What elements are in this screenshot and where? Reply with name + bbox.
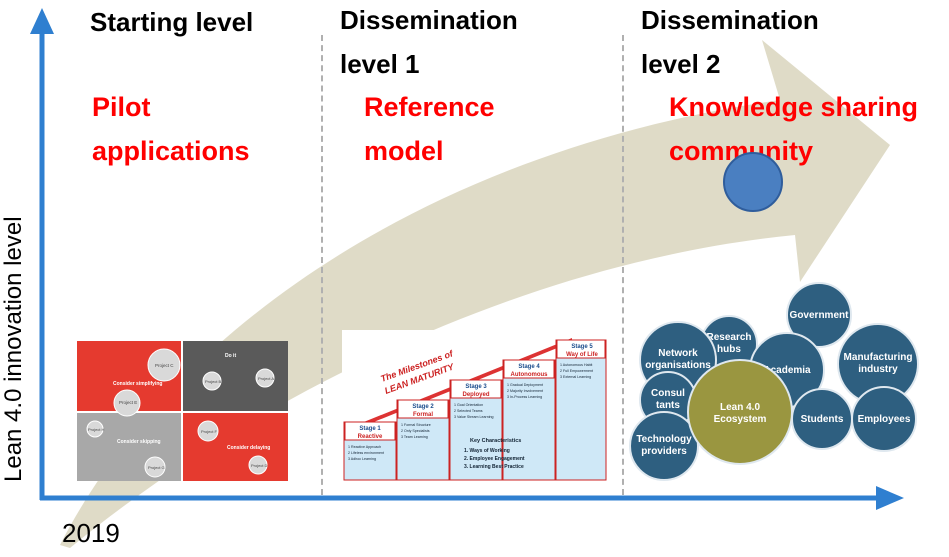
stage-3-item-1: 1 Goal Orientation: [454, 403, 483, 407]
stage-4-item-1: 1 Gradual Deployment: [507, 383, 543, 387]
node-center-1: Lean 4.0: [720, 402, 760, 413]
stage-1-item-1: 1 Reactive Approach: [348, 445, 381, 449]
node-research-hubs-2: hubs: [717, 344, 741, 355]
key-item-1: 1. Ways of Working: [464, 448, 510, 454]
stage-name-5: Stage 5: [571, 344, 593, 350]
y-axis-arrowhead: [30, 8, 54, 34]
x-axis-year-label: 2019: [62, 518, 120, 548]
node-research-hubs-1: Research: [706, 332, 751, 343]
node-manufacturing-1: Manufacturing: [844, 352, 913, 363]
pilot-matrix-image: Consider simplifying Do it Consider skip…: [77, 341, 288, 481]
stage-name-1: Stage 1: [359, 426, 381, 432]
key-item-3: 3. Learning Best Practice: [464, 464, 524, 470]
stage-1-item-3: 3 Adhoc Learning: [348, 457, 376, 461]
stage-name-3: Stage 3: [465, 384, 487, 390]
stage-label-5: Way of Life: [566, 352, 598, 358]
project-g-label: Project G: [148, 465, 165, 470]
project-e-label: Project E: [119, 400, 137, 405]
node-manufacturing-2: industry: [858, 364, 898, 375]
node-academia: Academia: [763, 365, 811, 376]
quadrant-title-simplifying: Consider simplifying: [113, 381, 162, 387]
project-b-label: Project B: [205, 379, 222, 384]
column-header-starting: Starting level: [90, 7, 254, 37]
node-technology-2: providers: [641, 446, 687, 457]
x-axis-arrowhead: [876, 486, 904, 510]
stage-4-item-2: 2 Majority Involvement: [507, 389, 543, 393]
quadrant-title-delaying: Consider delaying: [227, 445, 270, 451]
subtitle-reference-model: Reference model: [364, 92, 495, 166]
key-characteristics-title: Key Characteristics: [470, 438, 521, 444]
ecosystem-image: Government Research hubs Network organis…: [629, 282, 919, 481]
node-employees: Employees: [858, 414, 911, 425]
node-government: Government: [790, 310, 850, 321]
node-technology-1: Technology: [636, 434, 692, 445]
quadrant-title-do-it: Do it: [225, 353, 236, 359]
project-c-label: Project C: [155, 363, 174, 368]
stage-3-item-2: 2 Selected Teams: [454, 409, 483, 413]
stage-5-item-3: 3 External Learning: [560, 375, 591, 379]
node-students: Students: [801, 414, 844, 425]
node-consultants-2: tants: [656, 400, 680, 411]
stage-2-item-2: 2 Only Specialists: [401, 429, 430, 433]
stage-2-item-1: 1 Formal Structure: [401, 423, 431, 427]
node-network-2: organisations: [645, 360, 711, 371]
column-divider-1: [321, 35, 323, 495]
subtitle-knowledge-sharing: Knowledge sharing community: [669, 92, 919, 166]
node-network-1: Network: [658, 348, 698, 359]
project-h-label: Project H: [88, 427, 105, 432]
node-consultants-1: Consul: [651, 388, 685, 399]
stage-name-2: Stage 2: [412, 404, 434, 410]
column-divider-2: [622, 35, 624, 495]
project-a-label: Project A: [258, 376, 274, 381]
stage-label-2: Formal: [413, 412, 433, 418]
stage-5-item-1: 1 Autonomous Habit: [560, 363, 592, 367]
lean-maturity-image: The Milestones of LEAN MATURITY Stage 1R…: [342, 330, 608, 482]
subtitle-pilot-applications: Pilot applications: [92, 92, 250, 166]
stage-5-item-2: 2 Full Empowerment: [560, 369, 593, 373]
project-d-label: Project D: [251, 463, 268, 468]
stage-1-item-2: 2 Lifeless environment: [348, 451, 384, 455]
column-header-dissemination-1: Dissemination level 1: [340, 5, 518, 79]
project-f-label: Project F: [201, 429, 218, 434]
column-header-dissemination-2: Dissemination level 2: [641, 5, 819, 79]
community-dot: [723, 152, 783, 212]
stage-label-3: Deployed: [462, 392, 489, 398]
stage-3-item-3: 3 Value Stream Learning: [454, 415, 494, 419]
stage-4-item-3: 3 In-Process Learning: [507, 395, 542, 399]
stage-label-1: Reactive: [358, 434, 383, 440]
key-item-2: 2. Employee Engagement: [464, 456, 525, 462]
quadrant-title-skipping: Consider skipping: [117, 439, 161, 445]
y-axis-label: Lean 4.0 innovation level: [0, 216, 27, 482]
stage-2-item-3: 3 Team Learning: [401, 435, 428, 439]
node-center-2: Ecosystem: [714, 414, 767, 425]
stage-label-4: Autonomous: [511, 372, 549, 378]
stage-name-4: Stage 4: [518, 364, 540, 370]
